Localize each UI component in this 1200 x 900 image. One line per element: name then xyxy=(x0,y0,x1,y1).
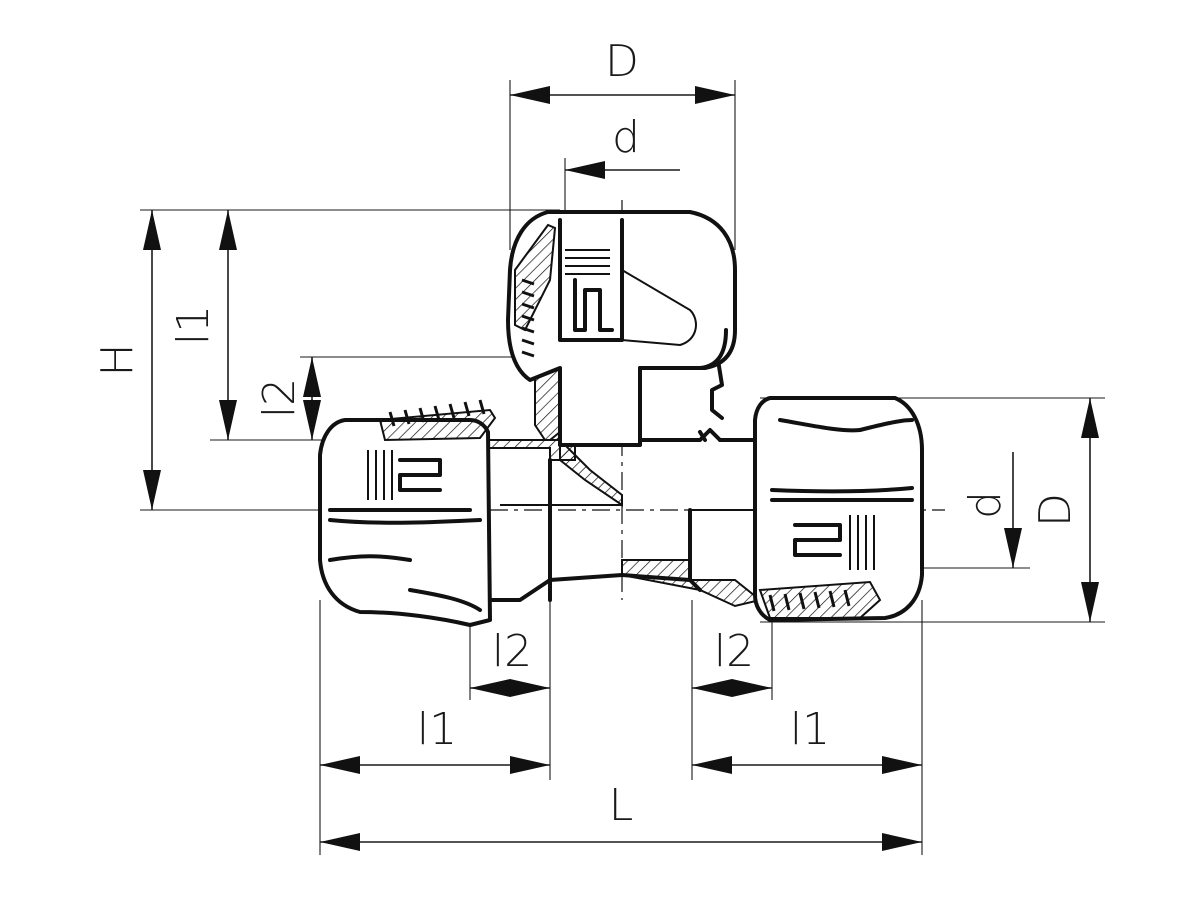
dimension-height: H xyxy=(92,210,161,510)
label-H: H xyxy=(92,343,143,376)
left-nut-spring xyxy=(388,399,486,427)
left-nut-grip-ring xyxy=(367,450,442,500)
dimension-right-socket-depth: l2 xyxy=(692,626,772,697)
label-l2-left: l2 xyxy=(492,626,532,677)
top-nut-spring xyxy=(521,278,535,358)
label-D-top: D xyxy=(605,36,639,87)
dimension-overall-length: L xyxy=(320,780,922,851)
label-l1-left: l1 xyxy=(417,704,457,755)
dimension-left-socket-depth: l2 xyxy=(470,626,550,697)
top-compression-nut xyxy=(506,210,737,447)
left-compression-nut xyxy=(318,399,497,627)
dimension-branch-pipe-diameter: d xyxy=(565,112,680,179)
dimension-run-outer-diameter: D xyxy=(1030,398,1099,622)
right-compression-nut xyxy=(753,396,924,622)
right-nut-grip-ring xyxy=(793,515,875,570)
label-L: L xyxy=(609,780,634,831)
dimension-branch-insertion-depth: l1 xyxy=(168,210,237,440)
label-l2-right: l2 xyxy=(714,626,754,677)
label-l1-right: l1 xyxy=(790,704,830,755)
label-d-top: d xyxy=(612,112,640,163)
dimension-branch-socket-depth: l2 xyxy=(254,357,321,440)
label-D-right: D xyxy=(1030,493,1081,527)
extension-lines xyxy=(140,80,1105,855)
dimension-run-pipe-diameter: d xyxy=(960,452,1022,568)
label-l1-vertical: l1 xyxy=(168,305,219,345)
label-l2-vertical: l2 xyxy=(254,378,305,418)
dimension-left-insertion-depth: l1 xyxy=(320,704,550,774)
top-nut-grip-ring xyxy=(565,249,614,332)
label-d-right: d xyxy=(960,491,1011,519)
dimension-right-insertion-depth: l1 xyxy=(692,704,922,774)
dimension-branch-outer-diameter: D xyxy=(510,36,735,104)
right-nut-spring xyxy=(768,589,851,612)
